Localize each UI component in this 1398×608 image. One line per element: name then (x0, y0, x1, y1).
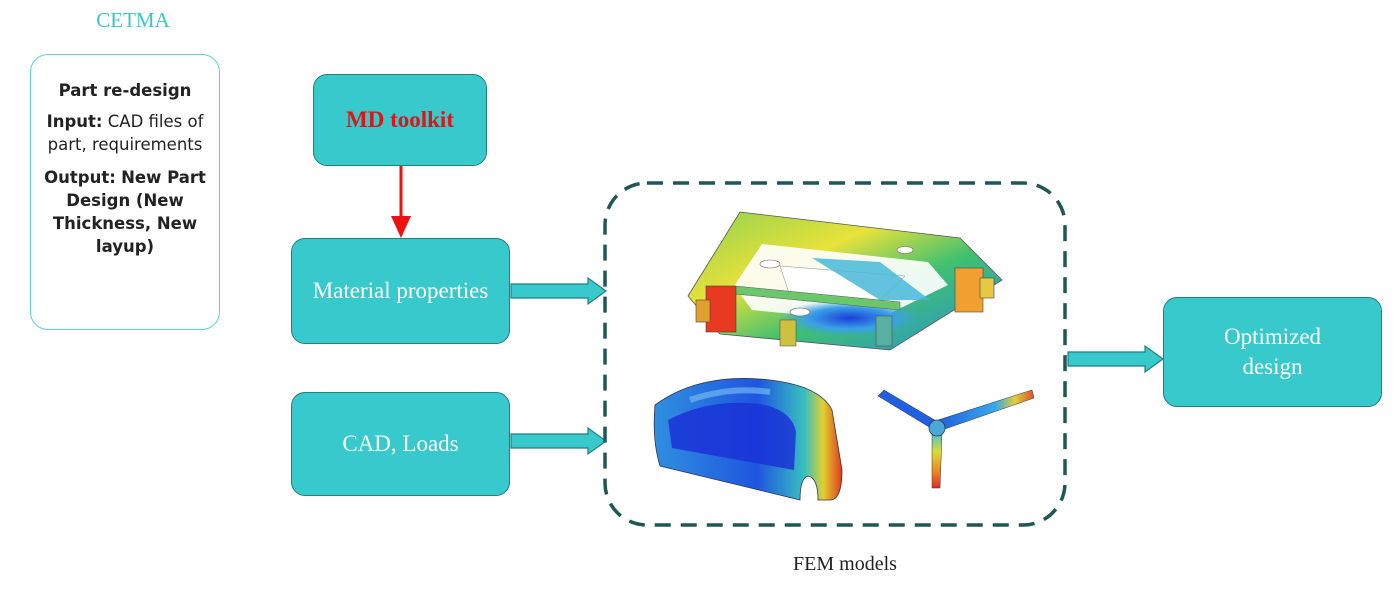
arrow-material-to-fem (510, 276, 608, 306)
optimized-design-node[interactable]: Optimized design (1163, 297, 1382, 407)
arrow-cad-to-fem (510, 426, 608, 456)
fem-models-caption: FEM models (793, 553, 897, 575)
fem-shell-model (653, 378, 843, 501)
input-label: Input: (46, 112, 103, 131)
info-card-title: Part re-design (58, 81, 192, 100)
md-toolkit-node[interactable]: MD toolkit (313, 74, 487, 166)
brand-label: CETMA (96, 8, 170, 32)
arrow-fem-to-optimized (1067, 344, 1165, 374)
output-label: Output: (44, 168, 116, 187)
info-card: Part re-design Input: CAD files of part,… (30, 54, 220, 330)
cad-loads-node[interactable]: CAD, Loads (291, 392, 510, 496)
output-text: New Part Design (New Thickness, New layu… (52, 168, 206, 256)
fem-models-container (603, 181, 1067, 527)
fem-frame-model (687, 211, 1003, 351)
info-card-output: Output: New Part Design (New Thickness, … (31, 166, 219, 258)
material-properties-node[interactable]: Material properties (291, 238, 510, 344)
red-arrow-head (391, 216, 411, 238)
fem-tripod-model (877, 389, 1035, 489)
info-card-input: Input: CAD files of part, requirements (31, 110, 219, 156)
input-text: CAD files of part, requirements (47, 112, 204, 154)
